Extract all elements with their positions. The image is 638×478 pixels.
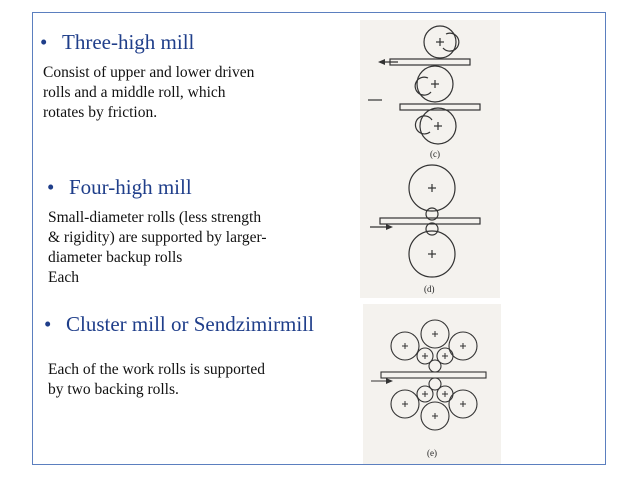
heading-three-high-mill: • Three-high mill (40, 30, 194, 55)
text-line: by two backing rolls. (48, 381, 179, 398)
four-high-mill-diagram: (d) (360, 162, 500, 298)
bullet: • (47, 175, 55, 199)
figure-c-caption: (c) (430, 149, 440, 159)
cluster-mill-svg: (e) (363, 304, 501, 464)
bullet: • (40, 30, 48, 54)
heading-four-high-mill: • Four-high mill (47, 175, 192, 200)
heading-text: Cluster mill or Sendzimirmill (66, 312, 314, 336)
text-line: Small-diameter rolls (less strength (48, 209, 262, 226)
text-line: Each of the work rolls is supported (48, 361, 265, 378)
four-high-mill-svg: (d) (360, 162, 500, 298)
text-line: diameter backup rolls (48, 249, 183, 266)
slide-frame (32, 12, 606, 465)
heading-cluster-mill: • Cluster mill or Sendzimirmill (44, 312, 314, 337)
heading-text: Four-high mill (69, 175, 192, 199)
figure-d-caption: (d) (424, 284, 435, 294)
three-high-mill-svg: (c) (360, 20, 500, 162)
text-line: rotates by friction. (43, 104, 158, 121)
text-line: rolls and a middle roll, which (43, 84, 226, 101)
cluster-mill-description: Each of the work rolls is supported by t… (48, 360, 265, 400)
text-line: Consist of upper and lower driven (43, 64, 255, 81)
heading-text: Three-high mill (62, 30, 195, 54)
figure-e-caption: (e) (427, 448, 437, 458)
three-high-mill-diagram: (c) (360, 20, 500, 162)
text-line: & rigidity) are supported by larger- (48, 229, 267, 246)
four-high-description: Small-diameter rolls (less strength & ri… (48, 208, 267, 288)
three-high-description: Consist of upper and lower driven rolls … (43, 63, 254, 123)
bullet: • (44, 312, 52, 336)
text-line: Each (48, 269, 79, 286)
cluster-mill-diagram: (e) (363, 304, 501, 464)
